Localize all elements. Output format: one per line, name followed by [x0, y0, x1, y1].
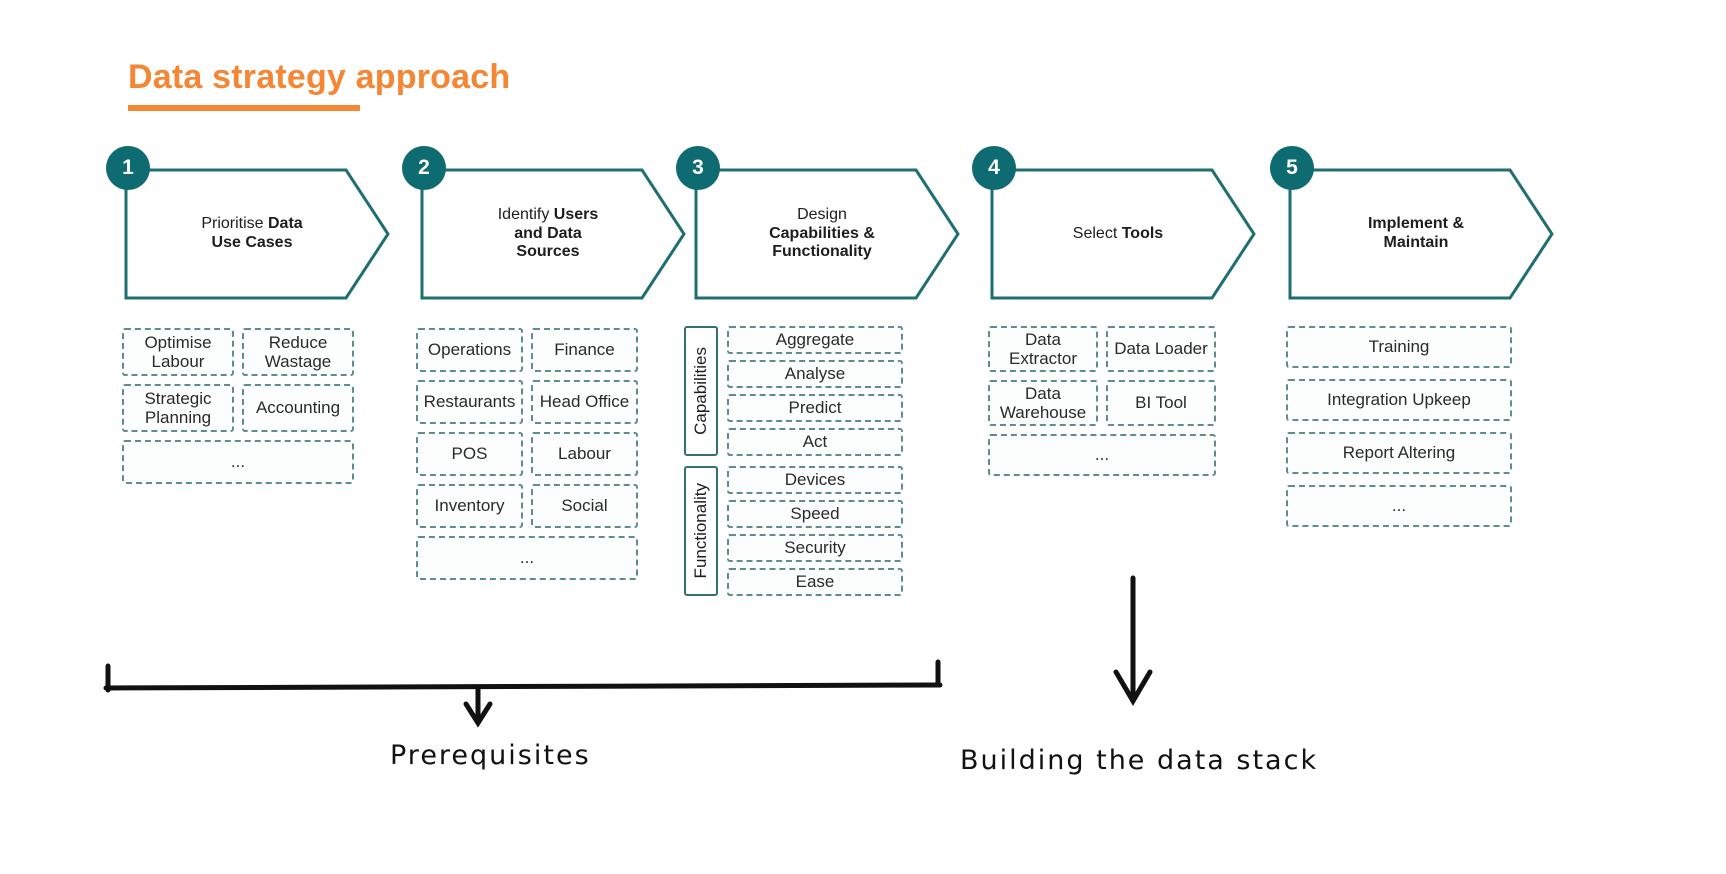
step-2-chevron: Identify Users and Data Sources 2 [402, 146, 688, 300]
building-the-data-stack-label: Building the data stack [960, 745, 1319, 776]
title-underline [128, 105, 360, 111]
step-3-chevron: Design Capabilities & Functionality 3 [676, 146, 962, 300]
step-1-chevron: Prioritise Data Use Cases 1 [106, 146, 392, 300]
list-item[interactable]: Aggregate [727, 326, 903, 354]
list-item[interactable]: ... [122, 440, 354, 484]
step-3-badge: 3 [676, 146, 720, 190]
step-2-badge: 2 [402, 146, 446, 190]
step-3[interactable]: Design Capabilities & Functionality 3 Ca… [676, 146, 962, 596]
page-title: Data strategy approach [128, 58, 511, 96]
step-5[interactable]: Implement & Maintain 5 Training Integrat… [1270, 146, 1556, 527]
list-item[interactable]: ... [988, 434, 1216, 476]
list-item[interactable]: ... [1286, 485, 1512, 527]
list-item[interactable]: Training [1286, 326, 1512, 368]
functionality-vertical-label: Functionality [684, 466, 718, 596]
list-item[interactable]: BI Tool [1106, 380, 1216, 426]
list-item[interactable]: Finance [531, 328, 638, 372]
list-item[interactable]: Optimise Labour [122, 328, 234, 376]
list-item[interactable]: Accounting [242, 384, 354, 432]
list-item[interactable]: Data Warehouse [988, 380, 1098, 426]
list-item[interactable]: Integration Upkeep [1286, 379, 1512, 421]
list-item[interactable]: Restaurants [416, 380, 523, 424]
list-item[interactable]: Devices [727, 466, 903, 494]
list-item[interactable]: Strategic Planning [122, 384, 234, 432]
step-3-group-capabilities: Capabilities Aggregate Analyse Predict A… [684, 326, 903, 456]
step-1-items: Optimise Labour Reduce Wastage Strategic… [122, 328, 354, 484]
step-2-items: Operations Finance Restaurants Head Offi… [416, 328, 638, 580]
list-item[interactable]: Report Altering [1286, 432, 1512, 474]
list-item[interactable]: POS [416, 432, 523, 476]
list-item[interactable]: Predict [727, 394, 903, 422]
step-5-items: Training Integration Upkeep Report Alter… [1286, 326, 1512, 527]
step-4-badge: 4 [972, 146, 1016, 190]
step-3-group-functionality: Functionality Devices Speed Security Eas… [684, 466, 903, 596]
list-item[interactable]: ... [416, 536, 638, 580]
list-item[interactable]: Act [727, 428, 903, 456]
step-1[interactable]: Prioritise Data Use Cases 1 Optimise Lab… [106, 146, 392, 484]
step-4-chevron: Select Tools 4 [972, 146, 1258, 300]
prerequisites-bracket-icon [103, 659, 943, 693]
list-item[interactable]: Inventory [416, 484, 523, 528]
capabilities-items: Aggregate Analyse Predict Act [727, 326, 903, 456]
list-item[interactable]: Data Extractor [988, 326, 1098, 372]
step-5-chevron: Implement & Maintain 5 [1270, 146, 1556, 300]
step-2[interactable]: Identify Users and Data Sources 2 Operat… [402, 146, 688, 580]
step-5-badge: 5 [1270, 146, 1314, 190]
functionality-items: Devices Speed Security Ease [727, 466, 903, 596]
step-4[interactable]: Select Tools 4 Data Extractor Data Loade… [972, 146, 1258, 476]
building-stack-arrow-icon [1113, 575, 1153, 706]
prerequisites-arrow-icon [463, 685, 493, 728]
step-1-badge: 1 [106, 146, 150, 190]
list-item[interactable]: Operations [416, 328, 523, 372]
list-item[interactable]: Labour [531, 432, 638, 476]
list-item[interactable]: Data Loader [1106, 326, 1216, 372]
step-4-items: Data Extractor Data Loader Data Warehous… [988, 326, 1216, 476]
prerequisites-label: Prerequisites [390, 740, 591, 771]
list-item[interactable]: Analyse [727, 360, 903, 388]
list-item[interactable]: Speed [727, 500, 903, 528]
list-item[interactable]: Head Office [531, 380, 638, 424]
list-item[interactable]: Ease [727, 568, 903, 596]
list-item[interactable]: Reduce Wastage [242, 328, 354, 376]
list-item[interactable]: Security [727, 534, 903, 562]
capabilities-vertical-label: Capabilities [684, 326, 718, 456]
list-item[interactable]: Social [531, 484, 638, 528]
title-block: Data strategy approach [128, 58, 510, 111]
